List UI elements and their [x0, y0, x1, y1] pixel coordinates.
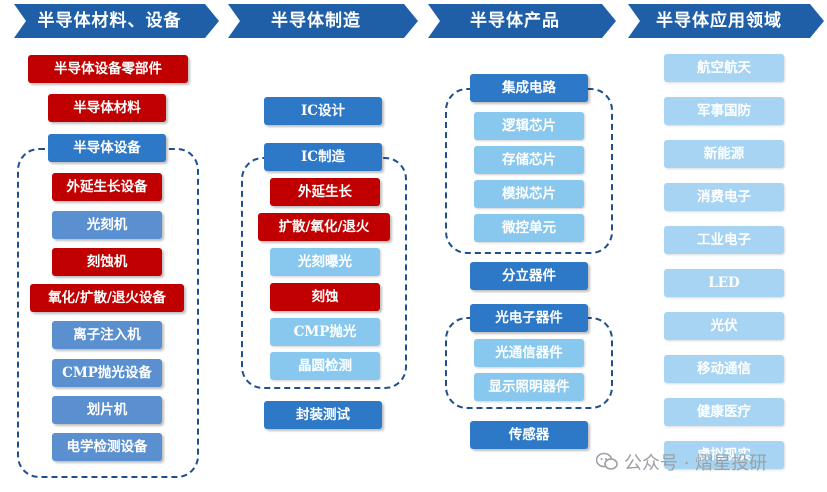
manufacturing-item: CMP抛光 [270, 318, 380, 346]
ic-product-item: 逻辑芯片 [474, 112, 584, 140]
header-applications: 半导体应用领域 [628, 4, 824, 38]
watermark: 公众号 · 熠星投研 [595, 447, 768, 477]
equipment-item: CMP抛光设备 [52, 359, 162, 387]
application-item: 移动通信 [664, 355, 784, 383]
ic-product-item: 存储芯片 [474, 146, 584, 174]
equipment-item: 刻蚀机 [52, 248, 162, 276]
chevron-shape [428, 4, 616, 38]
equipment-item: 离子注入机 [52, 321, 162, 349]
header-label: 半导体产品 [470, 11, 560, 31]
materials-box: 半导体材料 [48, 94, 166, 122]
header-label: 半导体制造 [271, 11, 361, 31]
header-label: 半导体应用领域 [656, 11, 782, 31]
watermark-text: 公众号 · 熠星投研 [624, 453, 768, 474]
manufacturing-item: 刻蚀 [270, 283, 380, 311]
equipment-item: 电学检测设备 [52, 433, 162, 461]
equipment-parts-box: 半导体设备零部件 [28, 55, 188, 83]
manufacturing-item: 光刻曝光 [270, 248, 380, 276]
ic-products-title: 集成电路 [470, 74, 588, 102]
manufacturing-item: 外延生长 [270, 178, 380, 206]
optoelectronic-item: 显示照明器件 [474, 373, 584, 401]
ic-product-item: 模拟芯片 [474, 180, 584, 208]
application-item: LED [664, 269, 784, 297]
chevron-shape [14, 4, 219, 38]
application-item: 光伏 [664, 312, 784, 340]
ic-design-box: IC设计 [264, 97, 382, 125]
equipment-item: 光刻机 [52, 211, 162, 239]
optoelectronic-title: 光电子器件 [470, 304, 588, 332]
ic-manufacturing-title: IC制造 [264, 143, 382, 171]
equipment-item: 划片机 [52, 396, 162, 424]
manufacturing-item: 扩散/氧化/退火 [258, 213, 390, 241]
wechat-icon [595, 452, 618, 472]
application-item: 军事国防 [664, 97, 784, 125]
chevron-shape [628, 4, 824, 38]
optoelectronic-item: 光通信器件 [474, 339, 584, 367]
equipment-item: 氧化/扩散/退火设备 [30, 284, 184, 312]
ic-product-item: 微控单元 [474, 214, 584, 242]
equipment-item: 外延生长设备 [52, 173, 162, 201]
application-item: 新能源 [664, 140, 784, 168]
discrete-devices-box: 分立器件 [470, 262, 588, 290]
sensor-box: 传感器 [470, 421, 588, 449]
manufacturing-item: 晶圆检测 [270, 352, 380, 380]
packaging-testing-box: 封装测试 [264, 401, 382, 429]
application-item: 消费电子 [664, 183, 784, 211]
header-label: 半导体材料、设备 [37, 11, 182, 31]
chevron-shape [228, 4, 418, 38]
equipment-group-title: 半导体设备 [48, 134, 166, 162]
application-item: 健康医疗 [664, 398, 784, 426]
header-manufacturing: 半导体制造 [228, 4, 418, 38]
application-item: 航空航天 [664, 54, 784, 82]
application-item: 虚拟现实 [664, 441, 784, 469]
header-products: 半导体产品 [428, 4, 616, 38]
application-item: 工业电子 [664, 226, 784, 254]
header-materials-equipment: 半导体材料、设备 [14, 4, 219, 38]
